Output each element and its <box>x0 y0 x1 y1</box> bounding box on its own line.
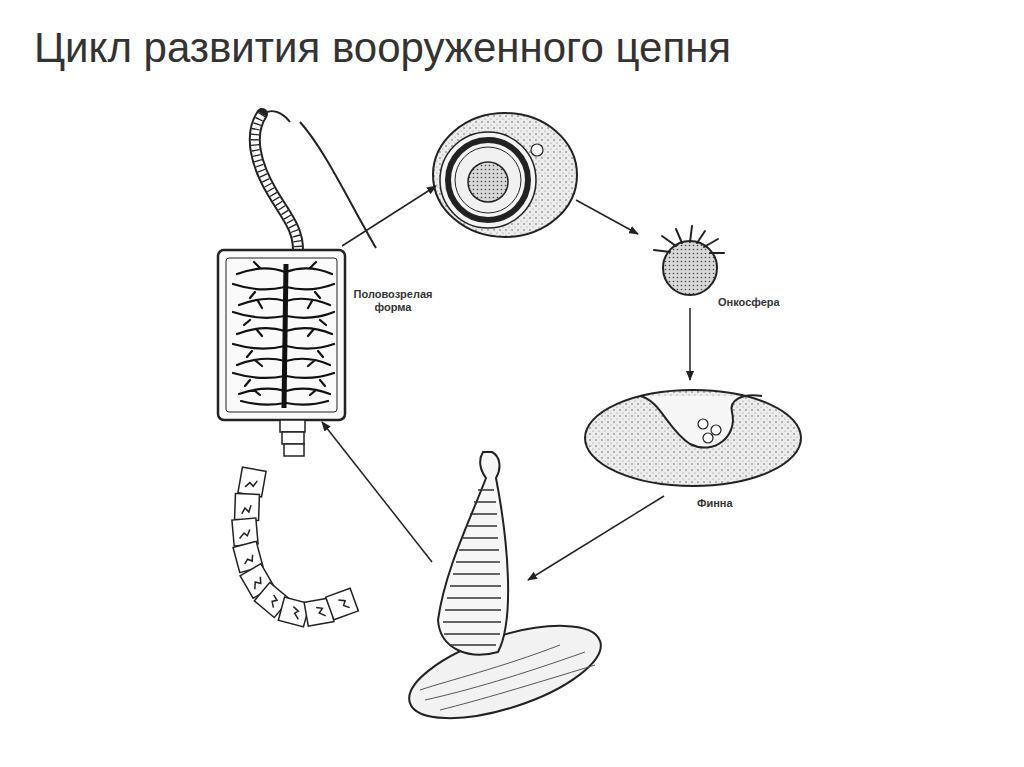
stage-label: Половозрелая форма <box>350 288 436 313</box>
proglottid-chain <box>232 467 358 627</box>
stage-label: Финна <box>695 497 735 510</box>
egg <box>433 113 577 237</box>
cycle-arrows <box>322 186 690 580</box>
cysticercus <box>585 390 801 486</box>
diagram-title: Цикл развития вооруженного цепня <box>34 24 731 72</box>
oncosphere <box>654 226 724 295</box>
evaginated-scolex <box>399 452 611 737</box>
stage-label: Онкосфера <box>716 296 782 309</box>
mature-proglottid <box>218 250 345 456</box>
strobila <box>255 111 376 250</box>
